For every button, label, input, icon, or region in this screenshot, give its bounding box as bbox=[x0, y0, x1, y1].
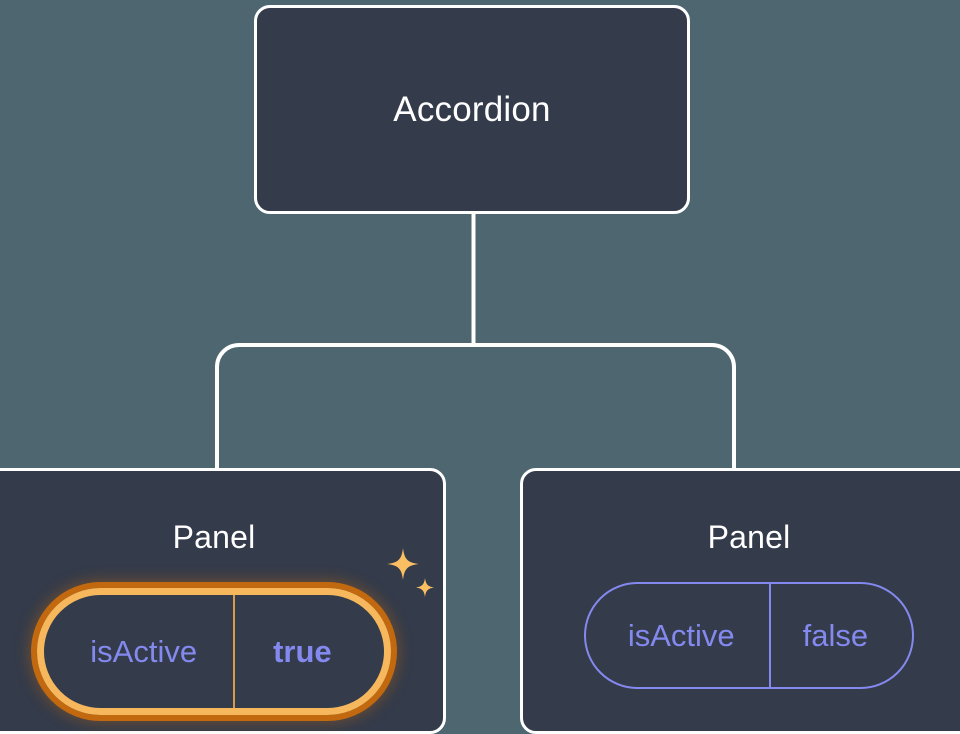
prop-pill-active[interactable]: isActive true bbox=[37, 588, 391, 715]
node-accordion[interactable]: Accordion bbox=[254, 5, 690, 214]
sparkle-small-icon bbox=[415, 578, 435, 597]
node-title: Panel bbox=[707, 519, 791, 555]
connector-bus bbox=[215, 343, 736, 470]
prop-key: isActive bbox=[90, 633, 198, 669]
prop-pill-inactive[interactable]: isActive false bbox=[583, 582, 915, 689]
sparkles-icon bbox=[386, 548, 435, 597]
node-panel-active[interactable]: Panel isActive true bbox=[0, 468, 446, 734]
prop-pill-highlight-ring: isActive true bbox=[31, 582, 397, 721]
prop-pill-wrapper-active: isActive true bbox=[31, 548, 435, 721]
sparkle-large-icon bbox=[386, 548, 419, 580]
node-title: Accordion bbox=[393, 89, 551, 129]
prop-value: true bbox=[233, 595, 384, 708]
node-title: Panel bbox=[172, 519, 256, 555]
prop-pill-wrapper-inactive: isActive false bbox=[583, 582, 915, 689]
node-panel-inactive[interactable]: Panel isActive false bbox=[520, 468, 960, 734]
prop-value: false bbox=[768, 584, 912, 687]
prop-key: isActive bbox=[627, 617, 735, 653]
